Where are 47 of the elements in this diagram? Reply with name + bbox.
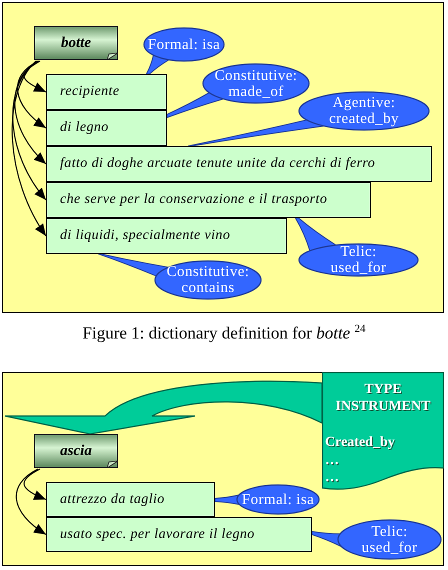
definition-text: recipiente xyxy=(60,84,120,100)
block-arrow xyxy=(4,380,323,435)
definition-text: di legno xyxy=(60,120,109,136)
callout-text: Constitutive: made_of xyxy=(214,68,298,100)
definition-text: fatto di doghe arcuate tenute unite da cerchi di ferro xyxy=(60,156,376,172)
callout-bubble xyxy=(337,519,442,560)
arrow xyxy=(16,468,46,535)
slot-name: Created_by xyxy=(325,434,395,451)
ellipsis-text: … xyxy=(325,452,339,469)
definition-box xyxy=(46,74,167,110)
arrow xyxy=(14,60,46,164)
definition-text: attrezzo da taglio xyxy=(60,492,165,508)
callout-text: Telic: used_for xyxy=(360,524,418,556)
callout-tail xyxy=(98,254,170,276)
callout-text: Formal: isa xyxy=(146,36,222,52)
callout-bubble xyxy=(298,91,430,131)
definition-text: di liquidi, specialmente vino xyxy=(60,228,230,244)
type-card xyxy=(322,372,444,492)
arrow xyxy=(17,60,46,128)
definition-box xyxy=(46,146,432,182)
headword: ascia xyxy=(60,442,92,460)
arrow xyxy=(12,60,46,200)
ellipsis-text: … xyxy=(325,469,339,486)
definition-box xyxy=(46,517,312,552)
callout-text: Agentive: created_by xyxy=(328,95,400,127)
headword: botte xyxy=(61,34,91,52)
headword-tag xyxy=(34,434,118,468)
definition-box xyxy=(46,482,215,517)
figure-caption: Figure 1: dictionary definition for botte $^{24}$ xyxy=(82,322,366,345)
definition-box xyxy=(46,182,371,218)
callout-bubble xyxy=(236,484,320,515)
definition-box xyxy=(46,218,287,254)
arrow xyxy=(24,468,46,500)
callout-text: Formal: isa xyxy=(240,492,316,508)
definition-text: che serve per la conservazione e il trasporto xyxy=(60,192,328,208)
definition-text: usato spec. per lavorare il legno xyxy=(60,526,255,542)
callout-tail xyxy=(188,119,324,146)
type-heading: TYPE INSTRUMENT xyxy=(334,381,432,415)
arrow xyxy=(12,60,46,236)
arrow xyxy=(24,60,46,92)
callout-tail xyxy=(166,92,224,118)
callout-text: Telic: used_for xyxy=(330,244,388,276)
callout-tail xyxy=(294,218,337,252)
callout-bubble xyxy=(154,260,262,300)
headword-tag xyxy=(34,26,118,60)
callout-text: Constitutive: contains xyxy=(166,264,250,296)
definition-box xyxy=(46,110,167,146)
